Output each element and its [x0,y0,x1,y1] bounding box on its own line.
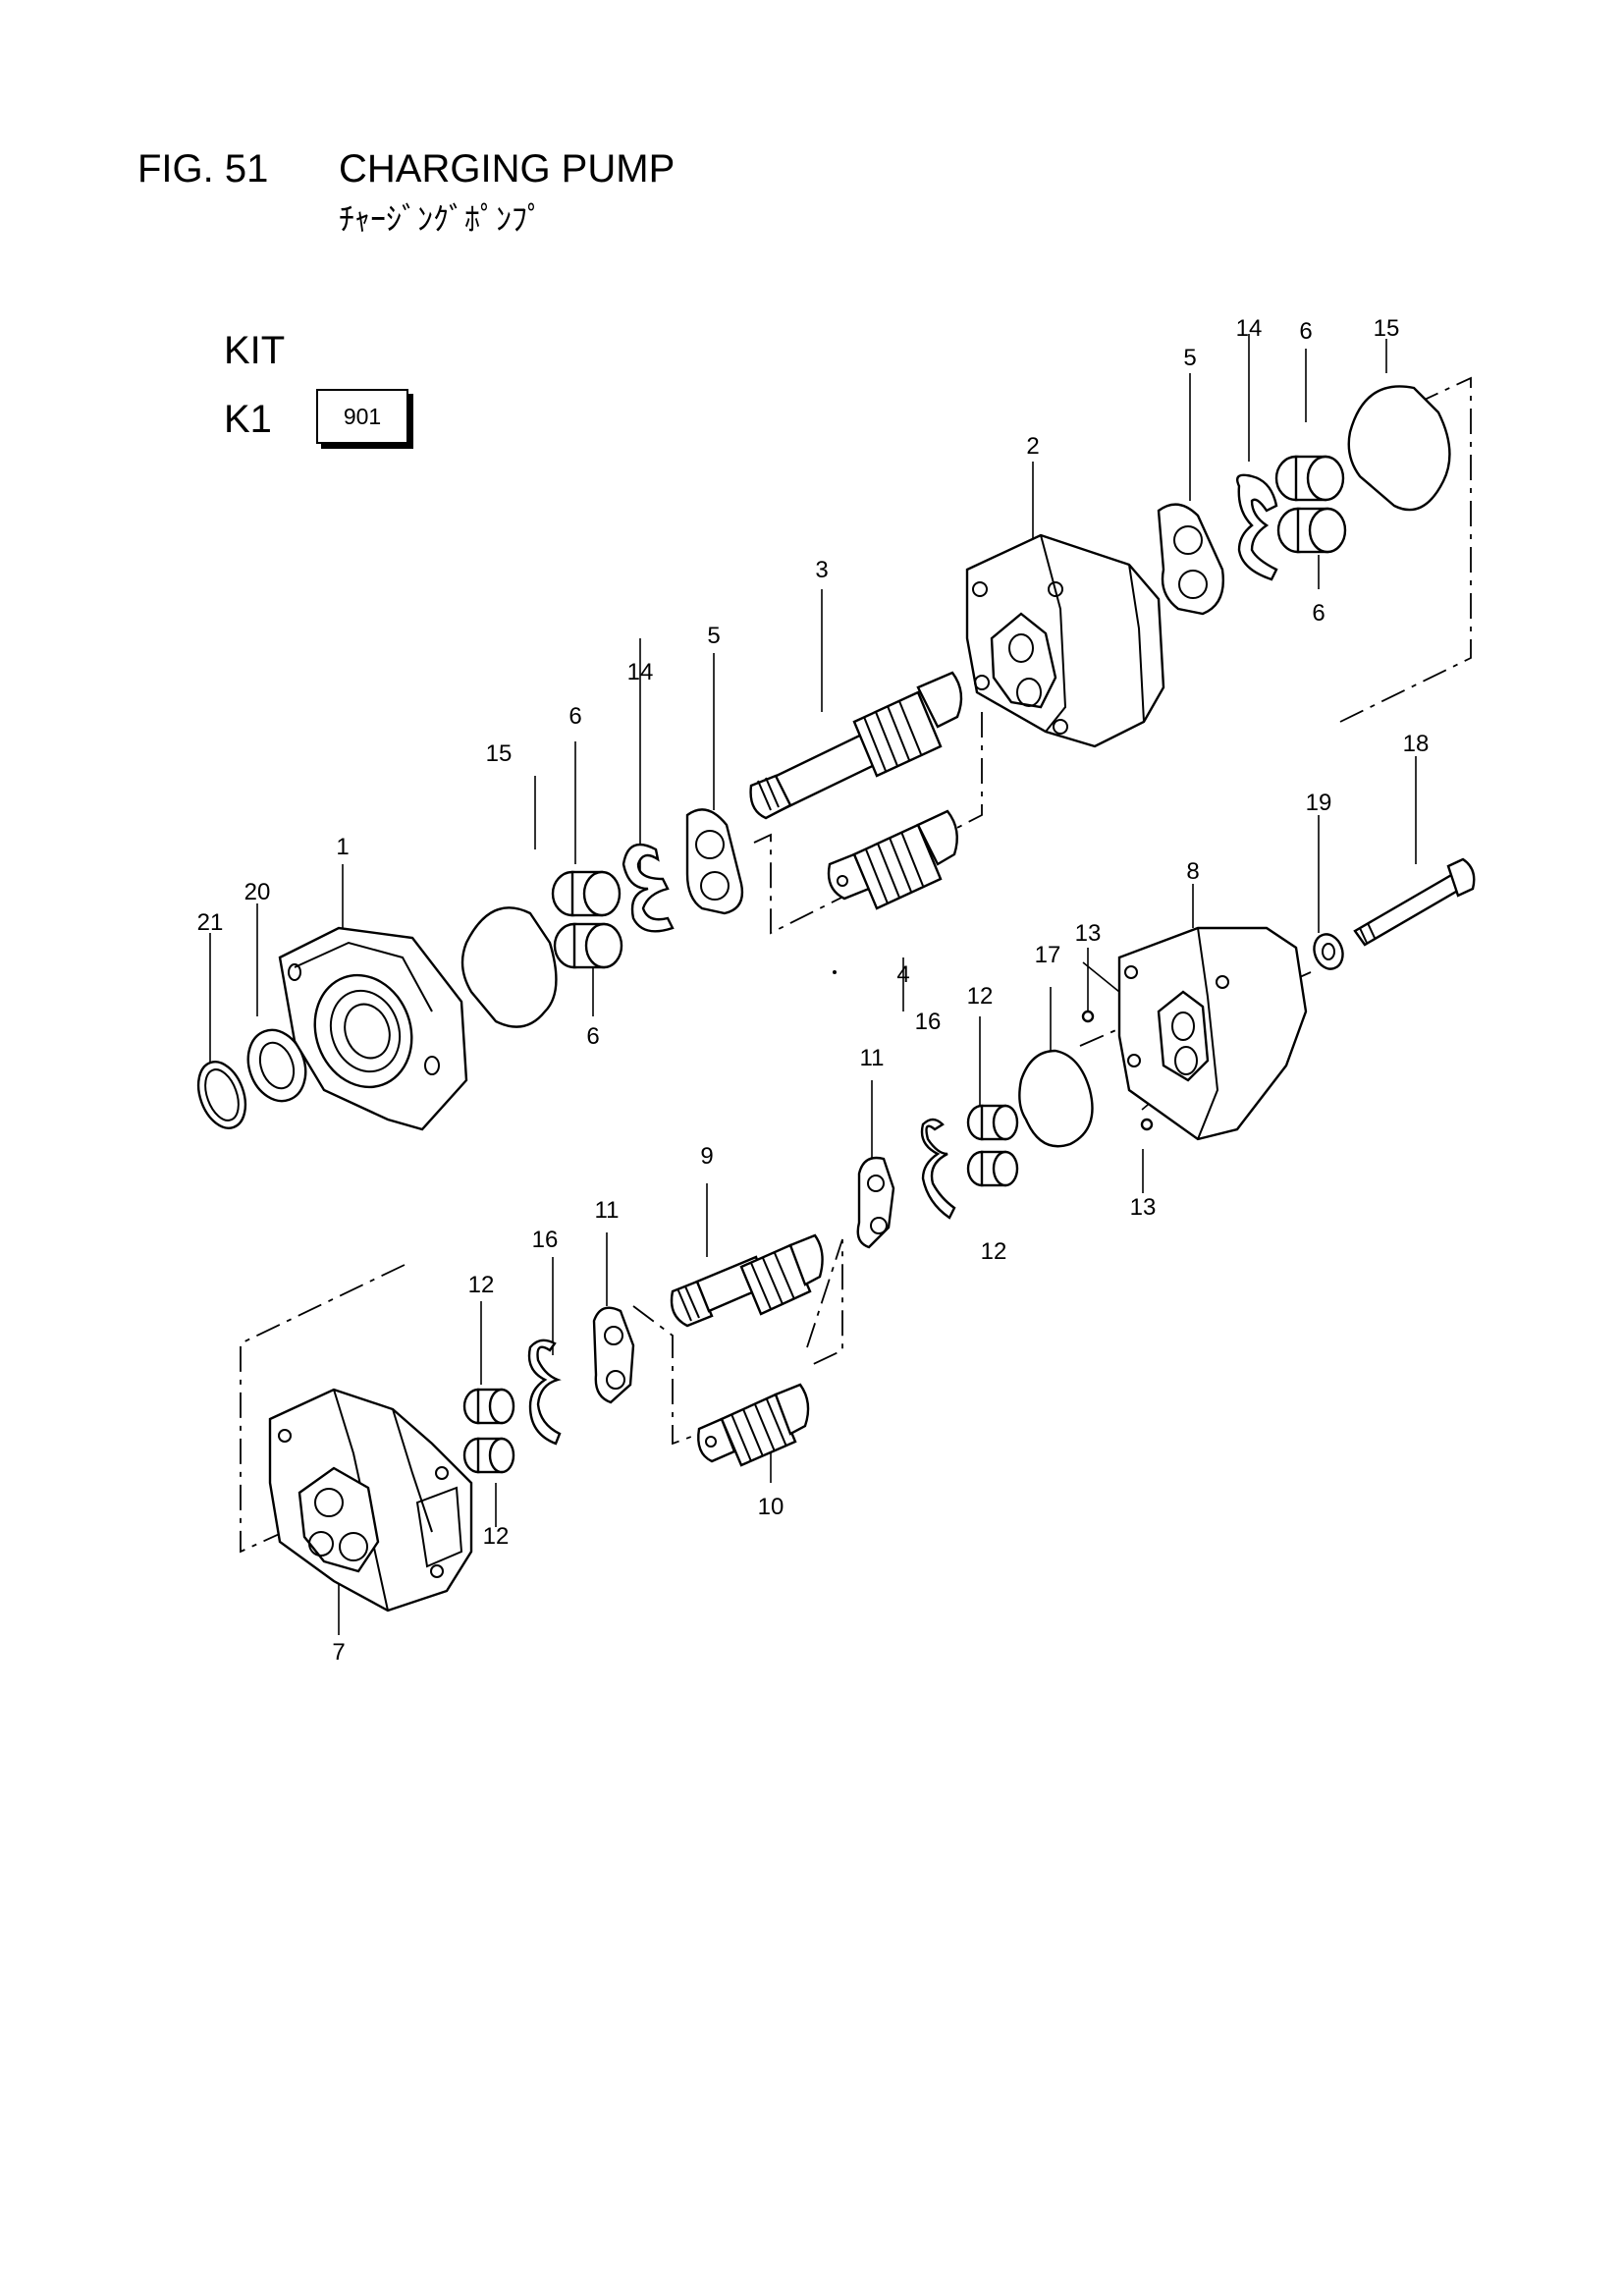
mounting-flange-part-1 [278,926,468,1131]
plate-part-11-lower [592,1306,635,1404]
callout-5-left: 5 [707,623,720,649]
drive-shaft-gear-part-3 [749,671,963,820]
bushing-part-6-right [1274,455,1347,554]
callout-9: 9 [700,1143,713,1170]
seal-part-16-lower [527,1339,562,1446]
callout-6-lower-left: 6 [586,1023,599,1050]
bushing-part-12-upper-right [966,1104,1019,1187]
cover-part-8 [1117,926,1308,1141]
callout-15-left: 15 [486,740,513,767]
kit-code: K1 [224,398,272,441]
bushing-part-6-left [551,870,623,969]
callout-15-right: 15 [1374,315,1400,342]
callout-16-lower: 16 [532,1227,559,1253]
wear-plate-part-5-right [1157,503,1224,616]
wear-plate-part-5-left [685,808,744,915]
seal-part-16-upper [920,1118,956,1220]
callout-13-lower: 13 [1130,1194,1157,1221]
pin-part-13-lower [1140,1118,1154,1131]
gasket-part-15-left [460,906,558,1028]
gear-housing-part-2 [965,533,1165,748]
callout-12-lower-left-bottom: 12 [483,1523,510,1550]
seal-part-14-right [1236,473,1278,581]
callout-1: 1 [336,834,349,860]
callout-12-upper-right-top: 12 [967,983,994,1010]
plate-part-11-upper [856,1156,895,1249]
callout-19: 19 [1306,790,1332,816]
callout-16-upper: 16 [915,1009,942,1035]
callout-17: 17 [1035,942,1061,968]
bolt-part-18 [1353,857,1476,947]
figure-number: FIG. 51 [137,147,269,191]
kit-heading: KIT [224,329,286,372]
callout-7: 7 [332,1639,345,1666]
figure-title-japanese: ﾁｬｰｼﾞﾝｸﾞﾎﾟﾝﾌﾟ [339,200,544,238]
callout-8: 8 [1186,858,1199,885]
washer-part-19 [1313,933,1344,970]
callout-6-lower-right: 6 [1312,600,1325,627]
callout-4: 4 [896,961,909,988]
callout-12-lower-left-top: 12 [468,1272,495,1298]
drive-gear-part-9 [670,1233,824,1328]
kit-part-box: 901 [316,389,408,444]
callout-20: 20 [244,879,271,905]
rear-housing-part-7 [268,1388,473,1613]
snap-ring-part-21 [196,1061,247,1129]
callout-13-upper: 13 [1075,920,1102,947]
callout-3: 3 [815,557,828,583]
figure-title: CHARGING PUMP [339,147,676,191]
gasket-part-17 [1018,1049,1094,1148]
callout-14-right: 14 [1236,315,1263,342]
seal-part-14-left [622,843,675,933]
driven-gear-part-4 [827,809,958,910]
callout-11-lower: 11 [595,1197,620,1224]
callout-18: 18 [1403,731,1430,757]
gasket-part-15-right [1347,385,1451,512]
callout-12-upper-right-bottom: 12 [981,1238,1007,1265]
callout-21: 21 [197,909,224,936]
callout-11-upper: 11 [860,1045,885,1071]
callout-6-upper-left: 6 [568,703,581,730]
callout-10: 10 [758,1494,784,1520]
stray-dot [833,970,837,974]
callout-2: 2 [1026,433,1039,460]
driven-gear-part-10 [697,1383,810,1467]
pin-part-13-upper [1081,1010,1095,1023]
callout-6-upper-right: 6 [1299,318,1312,345]
callout-labels: 1 2 3 4 5 5 6 6 6 6 7 8 9 10 11 11 12 12… [197,315,1430,1666]
bushing-part-12-lower-left [462,1388,515,1474]
callout-14-left: 14 [627,659,654,685]
callout-5-right: 5 [1183,345,1196,371]
